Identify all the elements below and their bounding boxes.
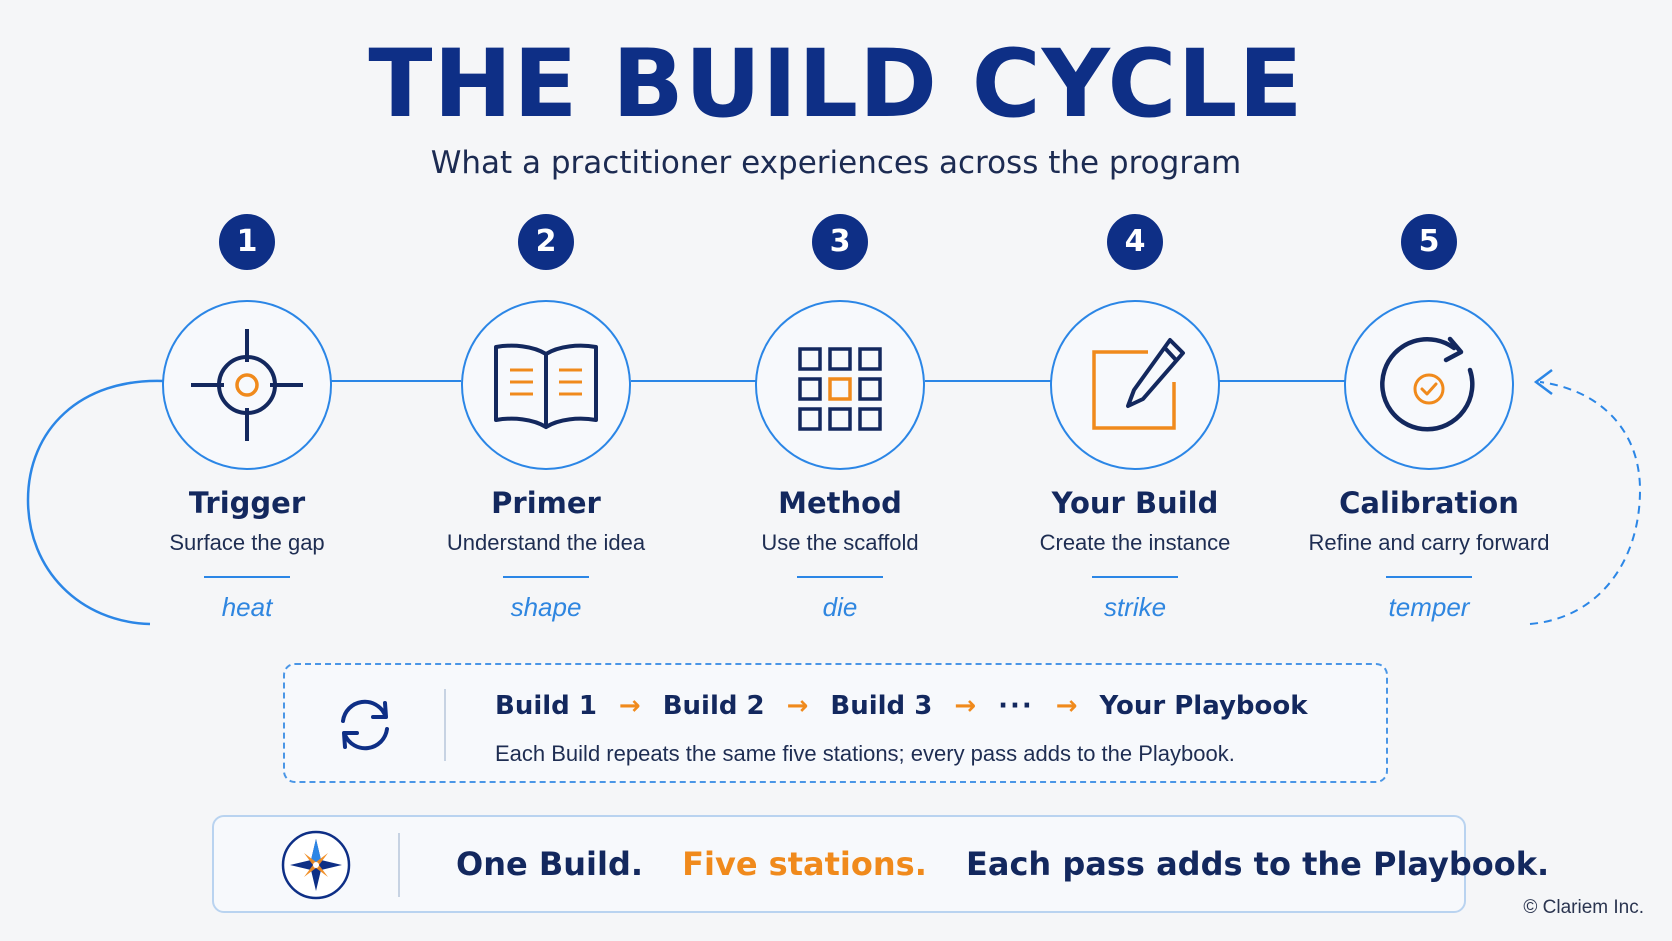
station-primer: 2 Primer Understand the idea shape <box>396 214 696 623</box>
motto-part-2: Five stations. <box>682 845 927 883</box>
copyright-notice: © Clariem Inc. <box>1523 897 1644 918</box>
arrow-right-icon: → <box>1055 691 1078 721</box>
motto-banner: One Build. Five stations. Each pass adds… <box>212 815 1549 913</box>
divider <box>204 576 290 578</box>
station-name: Trigger <box>188 486 306 520</box>
divider <box>503 576 589 578</box>
repeat-caption: Each Build repeats the same five station… <box>495 741 1235 766</box>
vertical-divider <box>398 833 400 897</box>
cycle-arrows-icon <box>341 699 389 751</box>
station-number: 3 <box>812 214 868 270</box>
motto-text: One Build. Five stations. Each pass adds… <box>456 845 1577 883</box>
station-metalwork: die <box>822 592 858 622</box>
station-number: 2 <box>518 214 574 270</box>
build-repeat-panel: Build 1 → Build 2 → Build 3 → ··· → Your… <box>283 663 1388 783</box>
station-name: Primer <box>491 486 601 520</box>
station-description: Understand the idea <box>446 530 646 555</box>
station-description: Refine and carry forward <box>1308 530 1550 555</box>
open-book-icon <box>494 343 598 429</box>
station-icon-circle <box>1344 300 1514 470</box>
loop-return-arc <box>1529 381 1642 625</box>
pencil-square-icon <box>1092 338 1185 430</box>
divider <box>1092 576 1178 578</box>
vertical-divider <box>444 689 446 761</box>
station-number: 5 <box>1401 214 1457 270</box>
arrow-right-icon: → <box>618 691 641 721</box>
loop-return-arrowhead <box>1533 369 1553 395</box>
station-calibration: 5 Calibration Refine and carry forward t… <box>1279 214 1579 623</box>
build-step: Build 1 <box>495 691 597 721</box>
refresh-check-icon <box>1380 336 1475 432</box>
divider <box>1386 576 1472 578</box>
loop-start-arc <box>26 379 165 626</box>
station-icon-circle <box>461 300 631 470</box>
station-icon-circle <box>755 300 925 470</box>
crosshair-icon <box>191 329 303 441</box>
station-method: 3 Method Use the scaffold die <box>690 214 990 623</box>
grid-icon <box>798 347 882 431</box>
page-title: THE BUILD CYCLE <box>368 30 1304 139</box>
station-name: Calibration <box>1339 486 1519 520</box>
station-description: Use the scaffold <box>761 530 919 555</box>
station-your-build: 4 Your Build Create the instance strike <box>985 214 1285 623</box>
build-step: Build 2 <box>662 691 765 721</box>
arrow-right-icon: → <box>954 691 977 721</box>
station-trigger: 1 Trigger Surface the gap heat <box>97 214 397 623</box>
station-number: 4 <box>1107 214 1163 270</box>
build-sequence: Build 1 → Build 2 → Build 3 → ··· → Your… <box>495 691 1308 721</box>
station-metalwork: strike <box>1103 592 1167 622</box>
station-metalwork: heat <box>221 592 273 622</box>
station-description: Surface the gap <box>169 530 325 555</box>
motto-part-3: Each pass adds to the Playbook. <box>965 845 1550 883</box>
motto-part-1: One Build. <box>456 845 643 883</box>
station-metalwork: temper <box>1388 592 1470 622</box>
page-subtitle: What a practitioner experiences across t… <box>430 145 1242 181</box>
build-ellipsis: ··· <box>998 691 1034 721</box>
compass-star-icon <box>281 830 351 900</box>
station-metalwork: shape <box>510 592 582 622</box>
build-step-playbook: Your Playbook <box>1099 691 1308 721</box>
station-name: Method <box>778 486 902 520</box>
divider <box>797 576 883 578</box>
station-icon-circle <box>1050 300 1220 470</box>
station-icon-circle <box>162 300 332 470</box>
station-name: Your Build <box>1051 486 1219 520</box>
station-description: Create the instance <box>1039 530 1231 555</box>
arrow-right-icon: → <box>786 691 809 721</box>
station-number: 1 <box>219 214 275 270</box>
build-step: Build 3 <box>830 691 933 721</box>
